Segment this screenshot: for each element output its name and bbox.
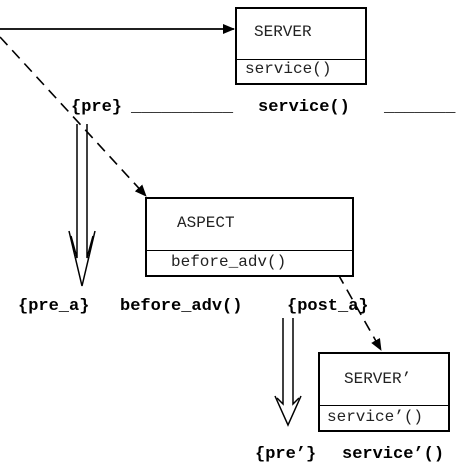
- aspect-name: ASPECT: [147, 199, 352, 251]
- server-box: SERVER service(): [235, 7, 367, 85]
- server-name: SERVER: [237, 9, 365, 60]
- forward-arrow-to-server-prime: [337, 273, 382, 351]
- aspect-box: ASPECT before_adv(): [145, 197, 354, 277]
- server-prime-box: SERVER’ service’(): [318, 352, 450, 432]
- seq-middle-call: before_adv(): [120, 297, 243, 316]
- server-prime-name: SERVER’: [320, 354, 448, 406]
- seq-top-blank-1: __________: [131, 98, 234, 117]
- seq-middle-pre-a: {pre_a}: [18, 297, 90, 316]
- seq-top-pre: {pre}: [71, 98, 123, 117]
- refinement-arrow-lower: [274, 318, 302, 427]
- seq-middle-post-a: {post_a}: [287, 297, 369, 316]
- refinement-arrow-upper: [68, 124, 96, 287]
- aspect-operation: before_adv(): [171, 253, 287, 271]
- seq-top-call: service(): [258, 98, 350, 117]
- seq-top-blank-2: _______: [384, 98, 456, 117]
- seq-bottom-call: service’(): [342, 445, 445, 464]
- server-operation: service(): [245, 60, 332, 78]
- server-prime-operation: service’(): [327, 408, 424, 426]
- seq-bottom-pre-prime: {pre’}: [255, 445, 317, 464]
